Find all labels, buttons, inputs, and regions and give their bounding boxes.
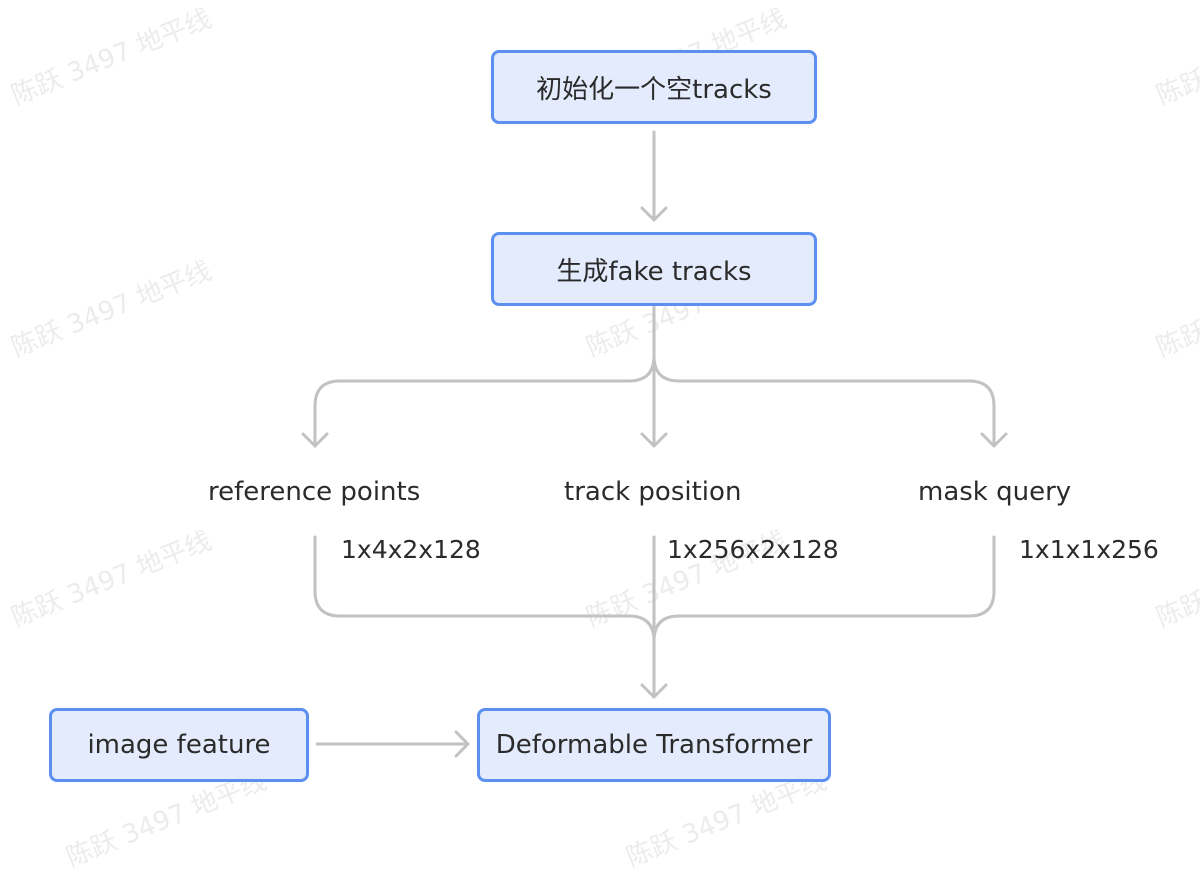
node-generate-fake-tracks[interactable]: 生成fake tracks xyxy=(491,232,817,306)
connector-ref-to-deform xyxy=(313,535,656,643)
label-reference-points: reference points xyxy=(208,477,421,507)
arrowhead-track xyxy=(640,432,668,448)
node-deformable-transformer[interactable]: Deformable Transformer xyxy=(477,708,831,782)
dim-reference-points: 1x4x2x128 xyxy=(341,535,481,564)
dim-mask-query: 1x1x1x256 xyxy=(1019,535,1159,564)
arrowhead-deform xyxy=(640,683,668,699)
arrowhead-fake xyxy=(640,206,668,222)
label-track-position: track position xyxy=(564,477,742,507)
arrowhead-ref xyxy=(301,432,329,448)
dim-track-position: 1x256x2x128 xyxy=(667,535,839,564)
connectors xyxy=(301,130,1008,758)
label-mask-query: mask query xyxy=(918,477,1072,507)
arrowhead-image xyxy=(454,730,470,758)
connector-mask-to-deform xyxy=(652,535,996,643)
flowchart-canvas: 陈跃 3497 地平线 陈跃 3497 地平线 陈跃 3497 地平线 陈跃 3… xyxy=(7,4,1200,873)
node-init-empty-tracks[interactable]: 初始化一个空tracks xyxy=(491,50,817,124)
node-image-feature[interactable]: image feature xyxy=(49,708,309,782)
connector-fake-to-ref xyxy=(313,354,656,448)
arrowhead-mask xyxy=(980,432,1008,448)
connector-fake-to-mask xyxy=(652,354,996,448)
